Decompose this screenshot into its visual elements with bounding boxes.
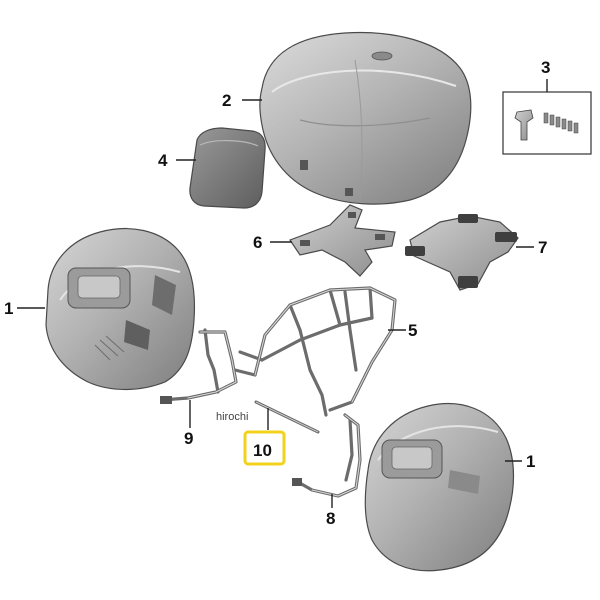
callout-6: 6 — [253, 233, 262, 252]
callout-3: 3 — [541, 58, 550, 77]
top-case — [259, 31, 472, 205]
highlight-box — [243, 430, 286, 466]
callout-1-right: 1 — [526, 452, 535, 471]
leader-lines — [17, 79, 548, 508]
luggage-rack — [233, 286, 397, 417]
base-plate-right — [405, 214, 519, 291]
support-rod — [254, 400, 320, 434]
callout-7: 7 — [538, 238, 547, 257]
backrest-pad — [189, 127, 266, 209]
callout-10: 10 — [253, 441, 272, 460]
callout-1-left: 1 — [4, 299, 13, 318]
watermark-text: hirochi — [216, 411, 248, 423]
pannier-right — [364, 402, 515, 572]
base-plate-left — [289, 204, 396, 277]
side-bracket-right — [292, 413, 362, 498]
callout-8: 8 — [326, 509, 335, 528]
callout-9: 9 — [184, 429, 193, 448]
callout-2: 2 — [222, 91, 231, 110]
callout-5: 5 — [408, 321, 417, 340]
callout-4: 4 — [158, 151, 168, 170]
pannier-left — [45, 227, 196, 391]
side-bracket-left — [160, 328, 238, 404]
fastener-kit — [502, 91, 592, 155]
